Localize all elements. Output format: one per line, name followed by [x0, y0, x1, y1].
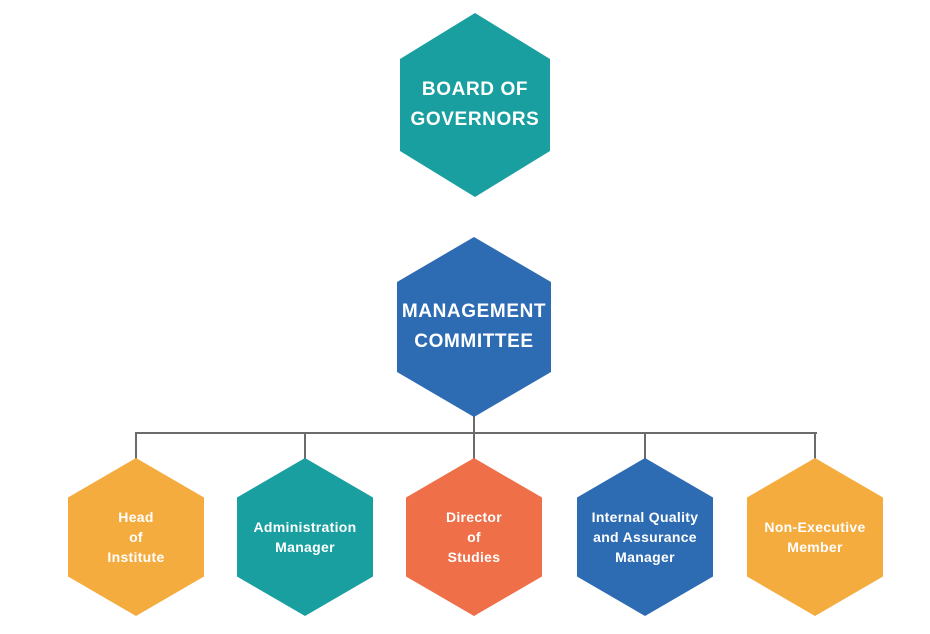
label-line: and Assurance — [593, 529, 697, 545]
label-line: of — [129, 529, 143, 545]
node-management-committee: MANAGEMENT COMMITTEE — [397, 237, 551, 417]
node-board-of-governors: BOARD OF GOVERNORS — [400, 13, 550, 197]
label-line: of — [467, 529, 481, 545]
node-internal-quality-and-assurance-manager-label: Internal Quality and Assurance Manager — [577, 507, 713, 567]
label-line: Member — [787, 539, 843, 555]
label-line: COMMITTEE — [414, 331, 534, 352]
label-line: Manager — [275, 539, 335, 555]
label-line: Administration — [253, 519, 357, 535]
label-line: Director — [445, 509, 503, 525]
node-internal-quality-and-assurance-manager: Internal Quality and Assurance Manager — [577, 458, 713, 616]
node-non-executive-member: Non-Executive Member — [747, 458, 883, 616]
node-administration-manager-label: Administration Manager — [237, 517, 373, 557]
node-head-of-institute-label: Head of Institute — [68, 507, 204, 567]
connector-drop-internal-quality-manager — [644, 432, 646, 460]
label-line: Manager — [615, 549, 675, 565]
node-administration-manager: Administration Manager — [237, 458, 373, 616]
node-director-of-studies-label: Director of Studies — [406, 507, 542, 567]
label-line: BOARD OF — [421, 79, 529, 100]
label-line: Studies — [447, 549, 501, 565]
node-non-executive-member-label: Non-Executive Member — [747, 517, 883, 557]
label-line: Institute — [107, 549, 165, 565]
node-management-committee-label: MANAGEMENT COMMITTEE — [397, 297, 551, 357]
node-director-of-studies: Director of Studies — [406, 458, 542, 616]
connector-drop-non-executive-member — [814, 432, 816, 460]
connector-drop-administration-manager — [304, 432, 306, 460]
label-line: Non-Executive — [764, 519, 866, 535]
label-line: GOVERNORS — [410, 109, 540, 130]
node-head-of-institute: Head of Institute — [68, 458, 204, 616]
label-line: Internal Quality — [591, 509, 699, 525]
connector-drop-head-of-institute — [135, 432, 137, 460]
connector-horizontal-bus — [135, 432, 817, 434]
label-line: Head — [118, 509, 154, 525]
connector-drop-director-of-studies — [473, 432, 475, 460]
connector-management-stub — [473, 408, 475, 434]
node-board-of-governors-label: BOARD OF GOVERNORS — [400, 75, 550, 135]
label-line: MANAGEMENT — [401, 301, 547, 322]
